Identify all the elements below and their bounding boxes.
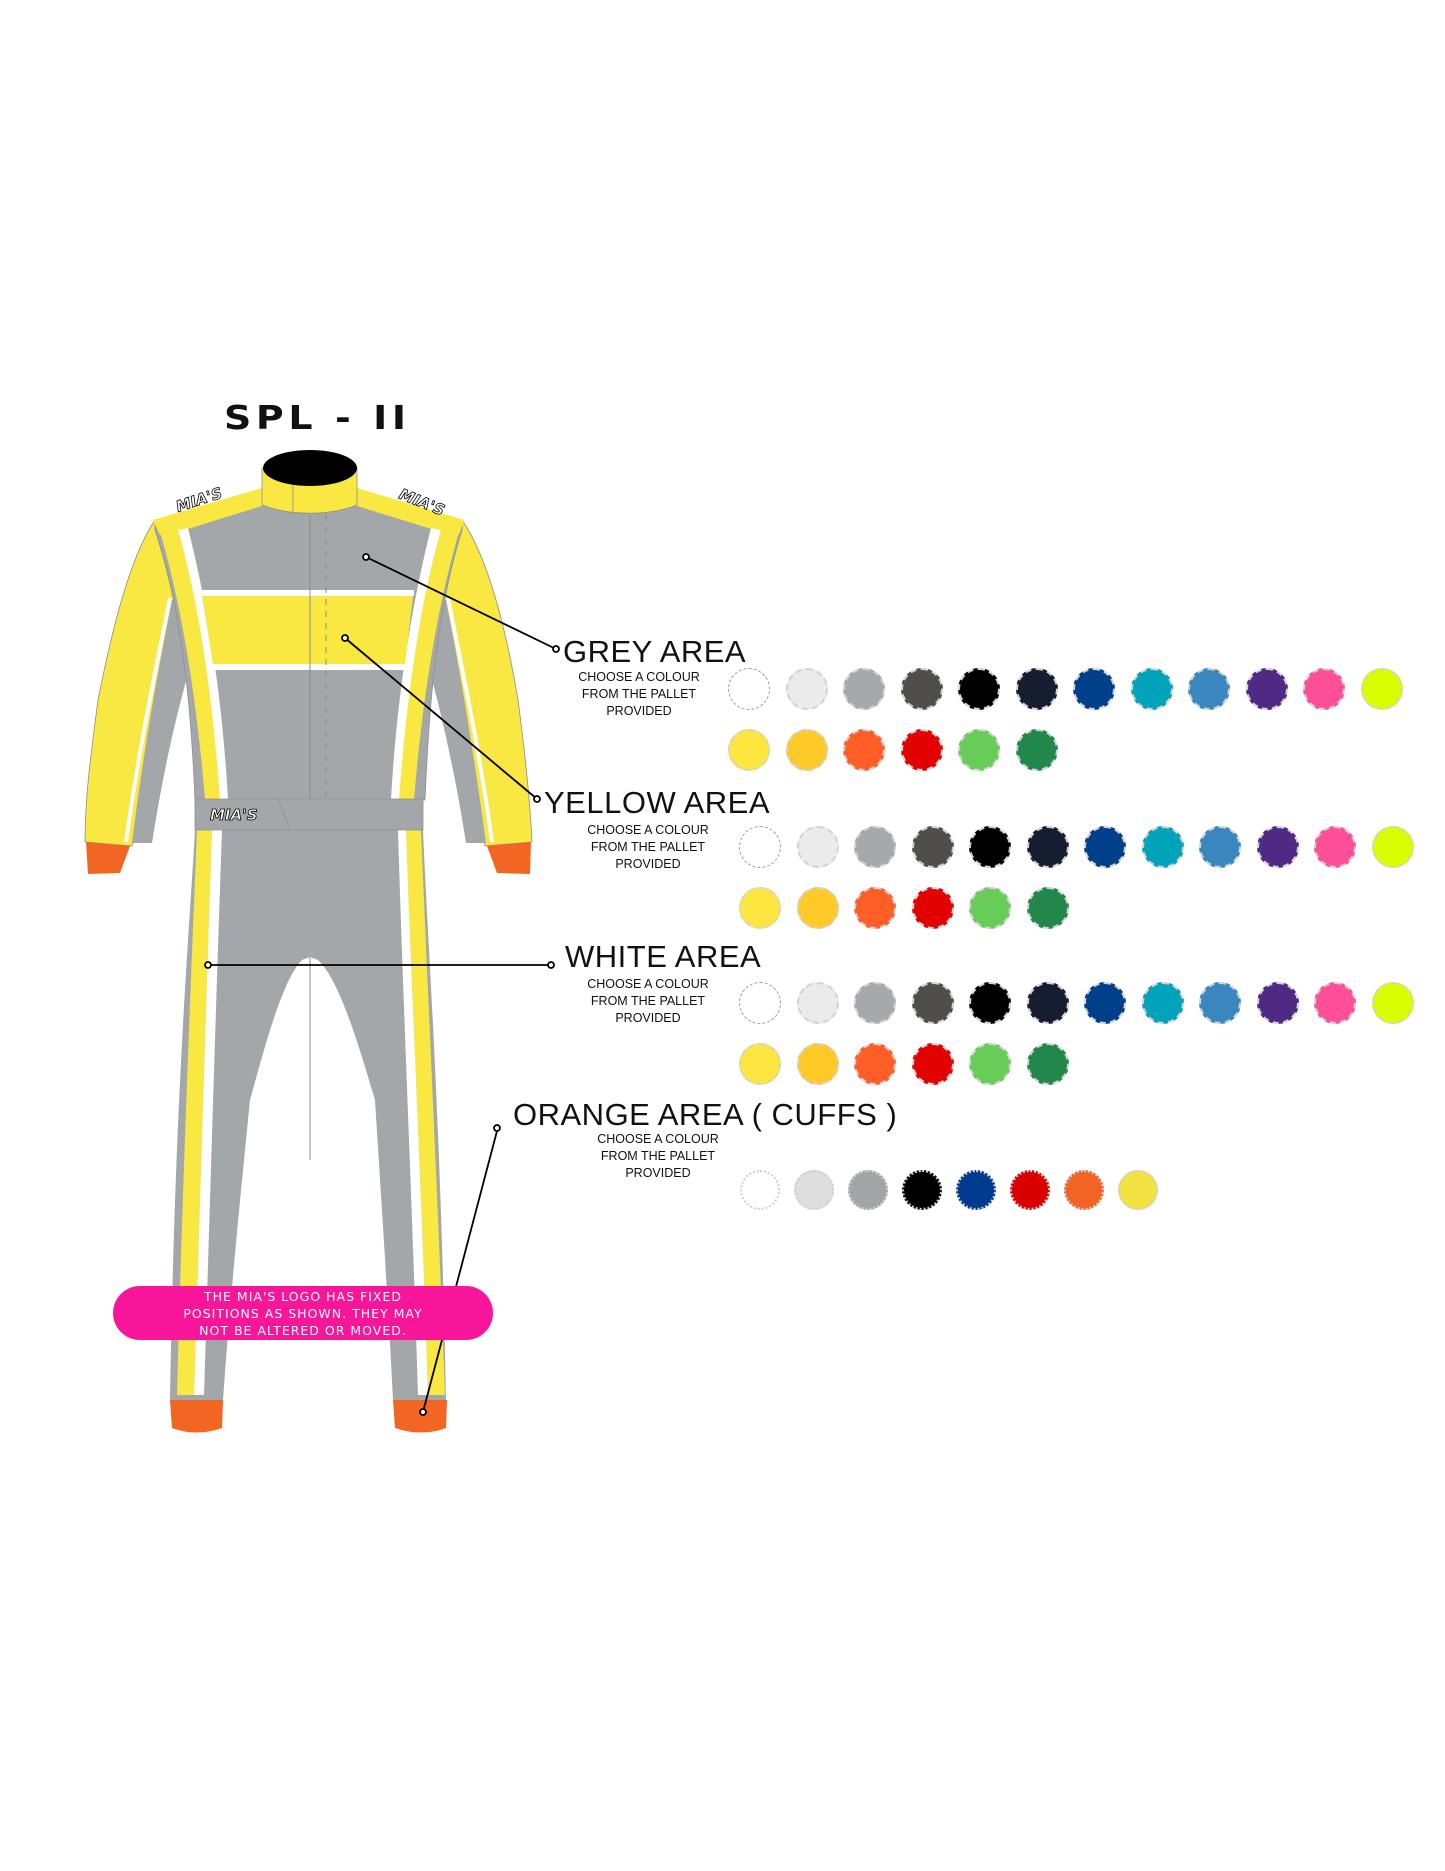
orange-area-swatch-0[interactable] xyxy=(740,1170,780,1210)
right-wrist-cuff xyxy=(487,842,531,874)
yellow-area-palette xyxy=(739,826,1414,929)
left-shoulder-yoke xyxy=(153,488,262,535)
grey-area-palette xyxy=(728,668,1403,771)
grey-area-swatch-3[interactable] xyxy=(900,668,943,710)
grey-area-swatch-10[interactable] xyxy=(1303,668,1345,710)
yellow-area-swatch-15[interactable] xyxy=(911,887,954,929)
orange-area-swatch-2[interactable] xyxy=(848,1170,888,1210)
right-ankle-cuff xyxy=(393,1400,447,1433)
white-area-swatch-11[interactable] xyxy=(1371,982,1414,1024)
right-shoulder-yoke xyxy=(357,488,464,535)
orange-area-swatch-6[interactable] xyxy=(1064,1170,1104,1210)
chest-yellow-band xyxy=(202,596,413,664)
legs xyxy=(170,830,446,1400)
white-area-swatch-8[interactable] xyxy=(1199,982,1241,1024)
product-title: SPL - II xyxy=(224,398,411,437)
grey-area-swatch-16[interactable] xyxy=(958,729,1000,771)
white-area-swatch-0[interactable] xyxy=(739,982,781,1024)
yellow-area-instructions: CHOOSE A COLOUR FROM THE PALLET PROVIDED xyxy=(587,823,709,871)
yellow-area-swatch-11[interactable] xyxy=(1371,826,1414,868)
yellow-area-title: YELLOW AREA xyxy=(544,785,771,820)
yellow-area-swatch-9[interactable] xyxy=(1256,826,1299,868)
belt xyxy=(194,798,424,831)
collar-inner xyxy=(263,450,357,486)
grey-area-swatch-0[interactable] xyxy=(728,668,770,710)
mias-logo-belt: MIA'S xyxy=(210,806,258,825)
white-area-swatch-1[interactable] xyxy=(796,982,839,1024)
orange-area-swatch-5[interactable] xyxy=(1010,1170,1050,1210)
orange-area-palette xyxy=(740,1170,1158,1210)
yellow-area-swatch-6[interactable] xyxy=(1084,826,1126,868)
grey-area-title: GREY AREA xyxy=(563,634,747,669)
yellow-area-swatch-17[interactable] xyxy=(1026,887,1069,929)
yellow-area-swatch-13[interactable] xyxy=(796,887,839,929)
white-area-swatch-14[interactable] xyxy=(854,1043,896,1085)
leader-lines xyxy=(204,553,560,1416)
yellow-area-swatch-1[interactable] xyxy=(796,826,839,868)
grey-area-swatch-17[interactable] xyxy=(1015,729,1058,771)
yellow-area-swatch-0[interactable] xyxy=(739,826,781,868)
orange-area-swatch-1[interactable] xyxy=(794,1170,834,1210)
left-ankle-cuff xyxy=(170,1400,223,1433)
grey-area-swatch-8[interactable] xyxy=(1188,668,1230,710)
grey-area-swatch-14[interactable] xyxy=(843,729,885,771)
grey-area-swatch-6[interactable] xyxy=(1073,668,1115,710)
white-area-swatch-13[interactable] xyxy=(796,1043,839,1085)
grey-area-swatch-5[interactable] xyxy=(1015,668,1058,710)
white-area-swatch-5[interactable] xyxy=(1026,982,1069,1024)
white-area-swatch-2[interactable] xyxy=(854,982,896,1024)
left-sleeve-grey-panel xyxy=(132,600,195,843)
grey-area-swatch-15[interactable] xyxy=(900,729,943,771)
logo-position-notice: THE MIA'S LOGO HAS FIXED POSITIONS AS SH… xyxy=(113,1286,493,1340)
white-area-swatch-6[interactable] xyxy=(1084,982,1126,1024)
grey-area-swatch-11[interactable] xyxy=(1360,668,1403,710)
yellow-area-swatch-12[interactable] xyxy=(739,887,781,929)
grey-area-swatch-1[interactable] xyxy=(785,668,828,710)
white-area-swatch-16[interactable] xyxy=(969,1043,1011,1085)
grey-area-swatch-12[interactable] xyxy=(728,729,770,771)
left-wrist-cuff xyxy=(86,842,130,874)
white-area-swatch-12[interactable] xyxy=(739,1043,781,1085)
yellow-area-swatch-2[interactable] xyxy=(854,826,896,868)
white-area-swatch-10[interactable] xyxy=(1314,982,1356,1024)
orange-area-swatch-3[interactable] xyxy=(902,1170,942,1210)
yellow-area-swatch-8[interactable] xyxy=(1199,826,1241,868)
grey-area-swatch-2[interactable] xyxy=(843,668,885,710)
white-area-swatch-3[interactable] xyxy=(911,982,954,1024)
orange-area-instructions: CHOOSE A COLOUR FROM THE PALLET PROVIDED xyxy=(597,1132,719,1180)
white-area-instructions: CHOOSE A COLOUR FROM THE PALLET PROVIDED xyxy=(587,977,709,1025)
white-area-palette xyxy=(739,982,1414,1085)
orange-area-title: ORANGE AREA ( CUFFS ) xyxy=(513,1097,898,1132)
white-area-swatch-15[interactable] xyxy=(911,1043,954,1085)
yellow-area-swatch-7[interactable] xyxy=(1141,826,1184,868)
grey-area-instructions: CHOOSE A COLOUR FROM THE PALLET PROVIDED xyxy=(578,670,700,718)
white-area-swatch-7[interactable] xyxy=(1141,982,1184,1024)
yellow-area-swatch-16[interactable] xyxy=(969,887,1011,929)
right-sleeve-grey-panel xyxy=(424,600,486,843)
svg-text:MIA'S: MIA'S xyxy=(210,806,258,824)
yellow-area-swatch-5[interactable] xyxy=(1026,826,1069,868)
white-area-swatch-9[interactable] xyxy=(1256,982,1299,1024)
white-area-swatch-17[interactable] xyxy=(1026,1043,1069,1085)
grey-area-swatch-4[interactable] xyxy=(958,668,1000,710)
grey-area-swatch-7[interactable] xyxy=(1130,668,1173,710)
grey-area-swatch-13[interactable] xyxy=(785,729,828,771)
yellow-area-swatch-10[interactable] xyxy=(1314,826,1356,868)
chest-band-top-white xyxy=(201,590,414,596)
white-area-title: WHITE AREA xyxy=(565,939,762,974)
orange-area-swatch-7[interactable] xyxy=(1118,1170,1158,1210)
yellow-area-swatch-14[interactable] xyxy=(854,887,896,929)
white-area-swatch-4[interactable] xyxy=(969,982,1011,1024)
orange-area-swatch-4[interactable] xyxy=(956,1170,996,1210)
yellow-area-swatch-3[interactable] xyxy=(911,826,954,868)
yellow-area-swatch-4[interactable] xyxy=(969,826,1011,868)
grey-area-swatch-9[interactable] xyxy=(1245,668,1288,710)
